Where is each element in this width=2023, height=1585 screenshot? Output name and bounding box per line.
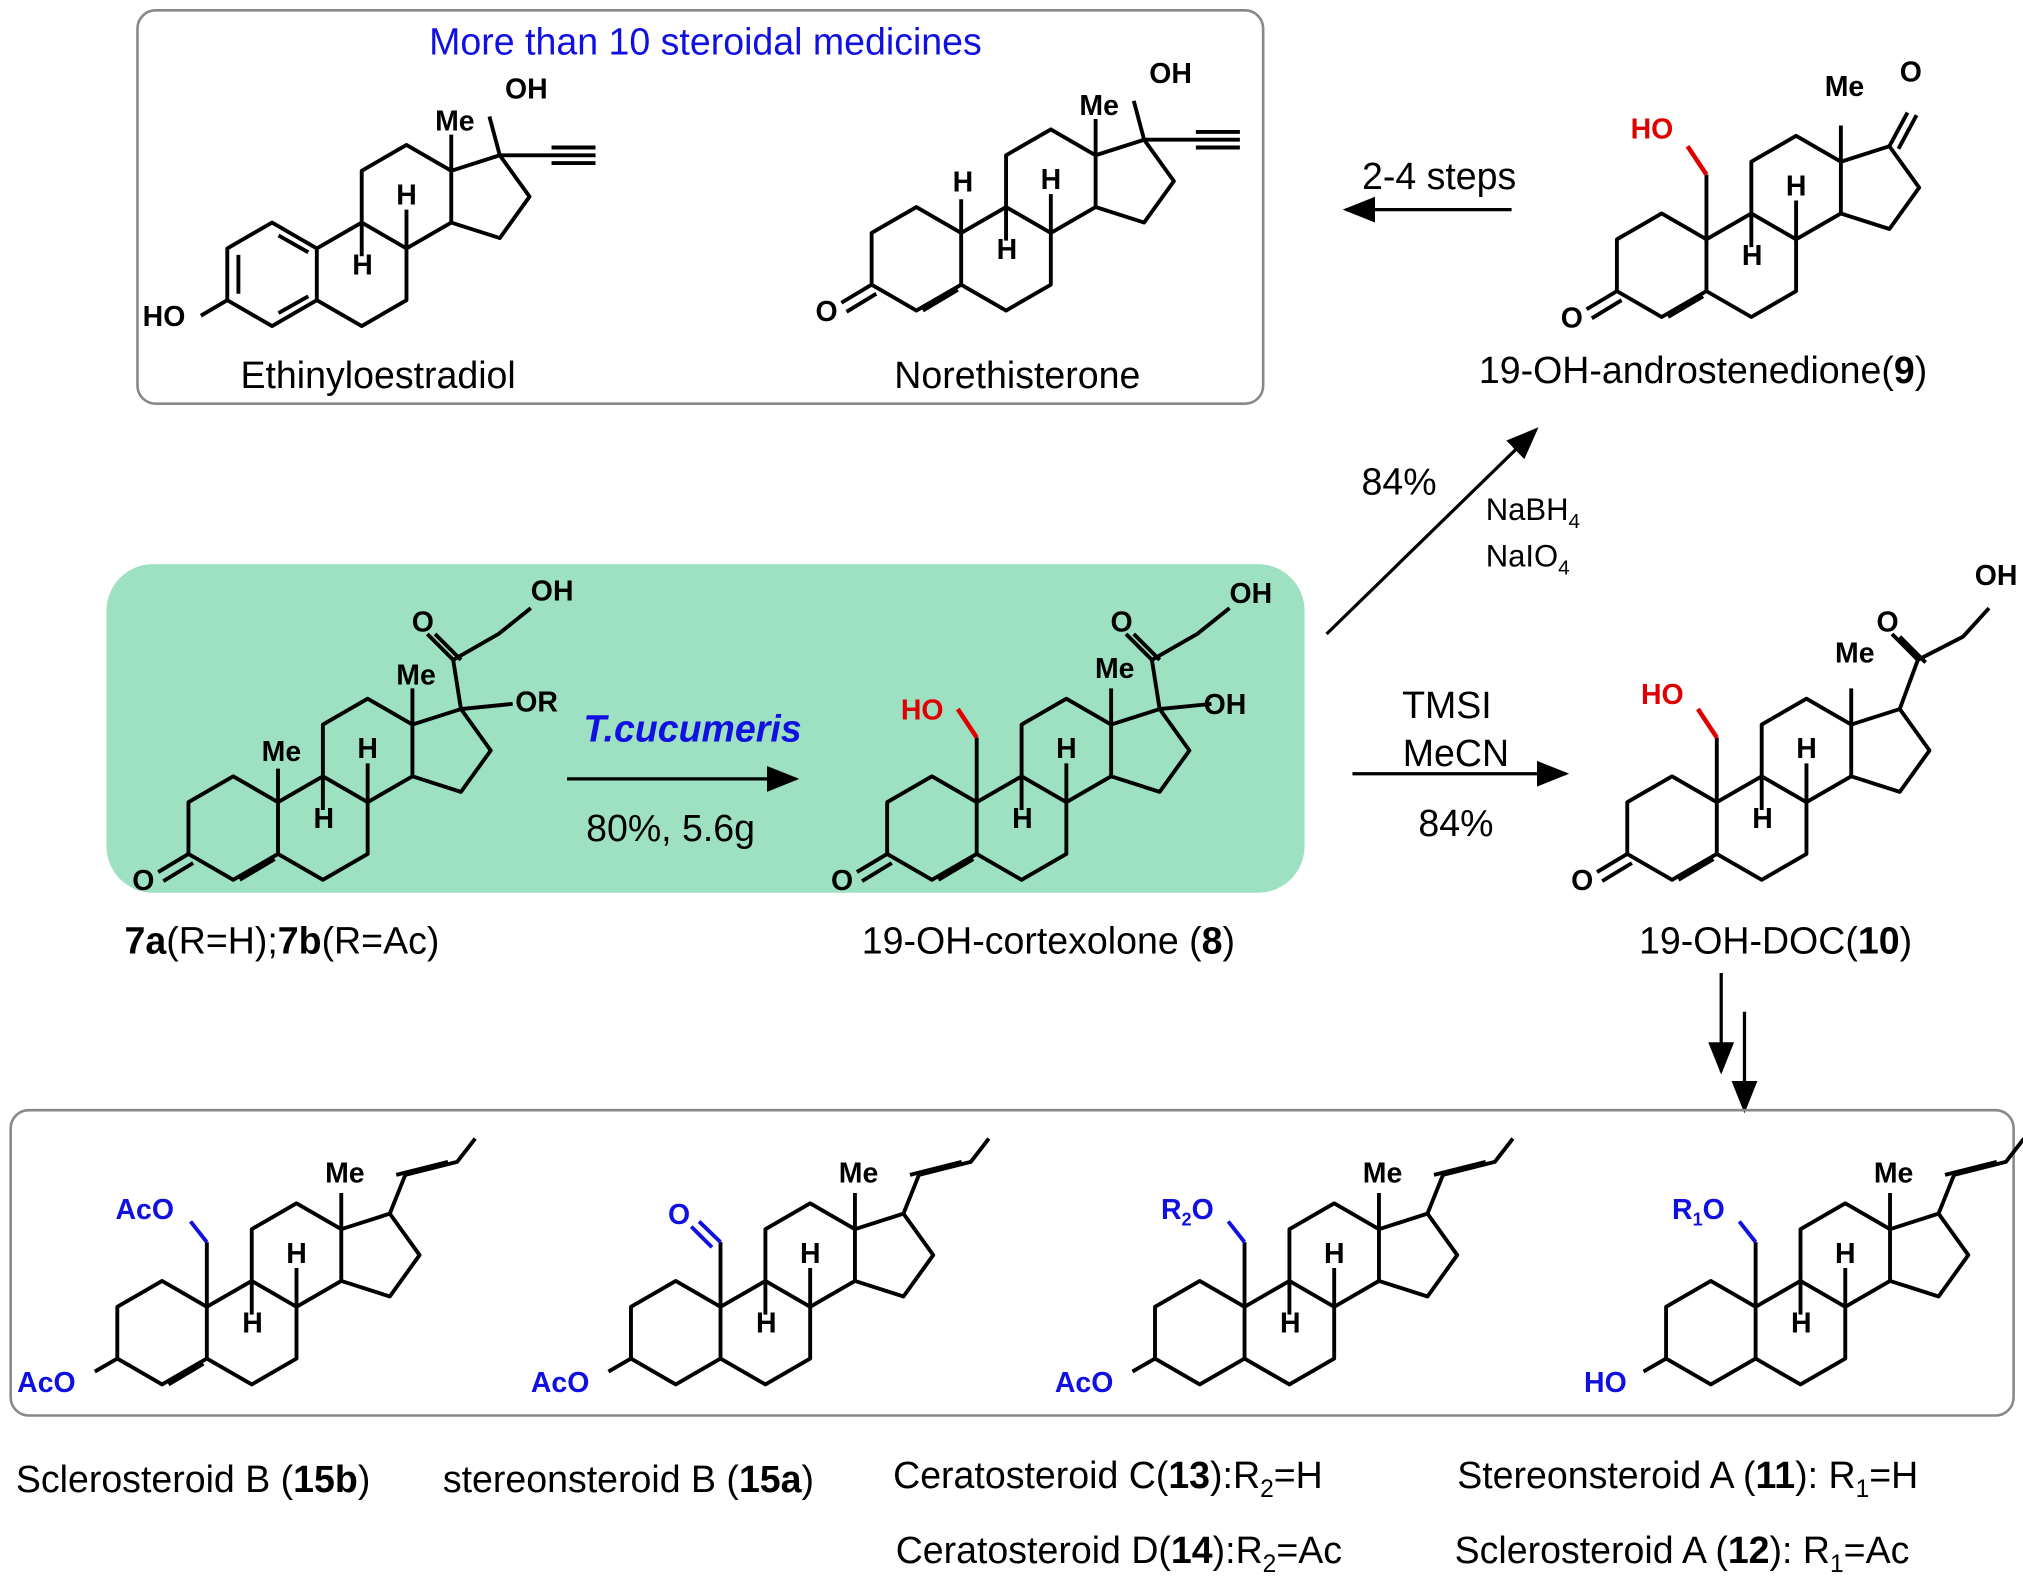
svg-text:O: O xyxy=(815,296,837,328)
svg-text:OH: OH xyxy=(505,73,548,105)
svg-text:AcO: AcO xyxy=(115,1194,174,1226)
svg-text:O: O xyxy=(1571,865,1593,897)
svg-text:H: H xyxy=(800,1238,821,1270)
compound-15b-label: Sclerosteroid B (15b) xyxy=(16,1458,370,1500)
svg-text:Me: Me xyxy=(262,736,302,768)
svg-text:OH: OH xyxy=(1149,58,1192,90)
svg-text:H: H xyxy=(352,249,373,281)
svg-text:AcO: AcO xyxy=(531,1367,590,1399)
compound-11-label: Stereonsteroid A (11): R1=H xyxy=(1457,1454,1918,1503)
svg-text:H: H xyxy=(1041,164,1062,196)
svg-text:O: O xyxy=(668,1199,690,1231)
svg-text:H: H xyxy=(1056,733,1077,765)
svg-text:O: O xyxy=(1110,606,1132,638)
compound-13-14-structure: R2O AcO Me H H xyxy=(1055,1137,1515,1399)
norethisterone-structure: O H Me OH H H xyxy=(815,58,1240,328)
svg-text:H: H xyxy=(286,1238,307,1270)
svg-text:Me: Me xyxy=(396,659,436,691)
norethisterone-label: Norethisterone xyxy=(894,354,1140,396)
svg-text:H: H xyxy=(1012,803,1033,835)
tmsi-label: TMSI xyxy=(1402,684,1492,726)
svg-text:H: H xyxy=(1324,1238,1345,1270)
compound-9-structure: HO O Me O H H xyxy=(1561,57,1922,335)
reagent-naio4: NaIO4 xyxy=(1486,539,1570,580)
svg-text:H: H xyxy=(756,1308,777,1340)
svg-text:AcO: AcO xyxy=(1055,1367,1114,1399)
compound-7-label: 7a(R=H);7b(R=Ac) xyxy=(125,920,440,962)
svg-text:R2O: R2O xyxy=(1161,1194,1214,1229)
compound-10-label: 19-OH-DOC(10) xyxy=(1639,920,1912,962)
compound-15b-structure: AcO AcO Me H H xyxy=(17,1137,477,1399)
svg-text:H: H xyxy=(1791,1308,1812,1340)
biotransformation-highlight xyxy=(106,564,1305,893)
natural-products-box xyxy=(9,1108,2015,1417)
box-title: More than 10 steroidal medicines xyxy=(429,20,982,62)
compound-9-label: 19-OH-androstenedione(9) xyxy=(1479,349,1927,391)
compound-15a-label: stereonsteroid B (15a) xyxy=(443,1458,814,1500)
ethinyloestradiol-structure: HO Me OH H H xyxy=(143,73,596,333)
compound-8-structure: HO O Me OH O OH H H xyxy=(831,578,1272,897)
svg-text:AcO: AcO xyxy=(17,1367,76,1399)
svg-text:OR: OR xyxy=(515,687,558,719)
svg-text:OH: OH xyxy=(1230,578,1273,610)
svg-text:Me: Me xyxy=(839,1158,879,1190)
svg-text:HO: HO xyxy=(1584,1367,1627,1399)
svg-text:H: H xyxy=(997,234,1018,266)
svg-text:O: O xyxy=(1900,57,1922,89)
svg-text:H: H xyxy=(953,166,974,198)
svg-text:OH: OH xyxy=(1975,560,2018,592)
compound-13-label: Ceratosteroid C(13):R2=H xyxy=(893,1454,1323,1503)
tmsi-yield-label: 84% xyxy=(1418,802,1493,844)
svg-text:Me: Me xyxy=(1079,90,1119,122)
svg-text:H: H xyxy=(357,733,378,765)
svg-text:H: H xyxy=(313,803,334,835)
compound-14-label: Ceratosteroid D(14):R2=Ac xyxy=(896,1529,1342,1578)
svg-text:Me: Me xyxy=(1835,637,1875,669)
svg-text:HO: HO xyxy=(901,694,944,726)
medicines-box xyxy=(136,9,1265,405)
compound-8-label: 19-OH-cortexolone (8) xyxy=(862,920,1235,962)
svg-text:Me: Me xyxy=(435,106,475,138)
ethinyloestradiol-label: Ethinyloestradiol xyxy=(241,354,516,396)
svg-text:OH: OH xyxy=(531,575,574,607)
ox-yield-label: 84% xyxy=(1361,460,1436,502)
svg-text:H: H xyxy=(242,1308,263,1340)
svg-text:HO: HO xyxy=(1641,679,1684,711)
svg-text:R1O: R1O xyxy=(1672,1194,1725,1229)
svg-text:OH: OH xyxy=(1204,689,1247,721)
svg-text:H: H xyxy=(1752,803,1773,835)
svg-text:HO: HO xyxy=(1631,113,1674,145)
svg-text:H: H xyxy=(1835,1238,1856,1270)
svg-text:O: O xyxy=(1876,606,1898,638)
compound-15a-structure: O AcO Me H H xyxy=(531,1137,991,1399)
svg-text:Me: Me xyxy=(1874,1158,1914,1190)
svg-text:O: O xyxy=(412,606,434,638)
oxidative-cleavage-arrow xyxy=(1325,427,1539,636)
svg-text:Me: Me xyxy=(1825,71,1865,103)
svg-text:O: O xyxy=(1561,302,1583,334)
compound-7-structure: O Me Me OR O OH H H xyxy=(132,575,573,897)
organism-label: T.cucumeris xyxy=(583,707,801,749)
steps-label: 2-4 steps xyxy=(1362,155,1516,197)
svg-text:H: H xyxy=(1742,240,1763,272)
svg-text:Me: Me xyxy=(1095,653,1135,685)
compound-10-structure: HO O Me O OH H H xyxy=(1571,560,2017,897)
svg-text:HO: HO xyxy=(143,301,186,333)
svg-text:H: H xyxy=(1280,1308,1301,1340)
svg-text:Me: Me xyxy=(1363,1158,1403,1190)
svg-text:Me: Me xyxy=(325,1158,365,1190)
svg-text:O: O xyxy=(132,865,154,897)
svg-text:H: H xyxy=(396,179,417,211)
compound-11-12-structure: R1O HO Me H H xyxy=(1584,1137,2023,1399)
bio-yield-label: 80%, 5.6g xyxy=(586,807,755,849)
compound-12-label: Sclerosteroid A (12): R1=Ac xyxy=(1455,1529,1910,1578)
reagent-nabh4: NaBH4 xyxy=(1486,492,1580,533)
svg-text:H: H xyxy=(1786,170,1807,202)
svg-text:O: O xyxy=(831,865,853,897)
mecn-label: MeCN xyxy=(1403,732,1509,774)
svg-text:H: H xyxy=(1796,733,1817,765)
